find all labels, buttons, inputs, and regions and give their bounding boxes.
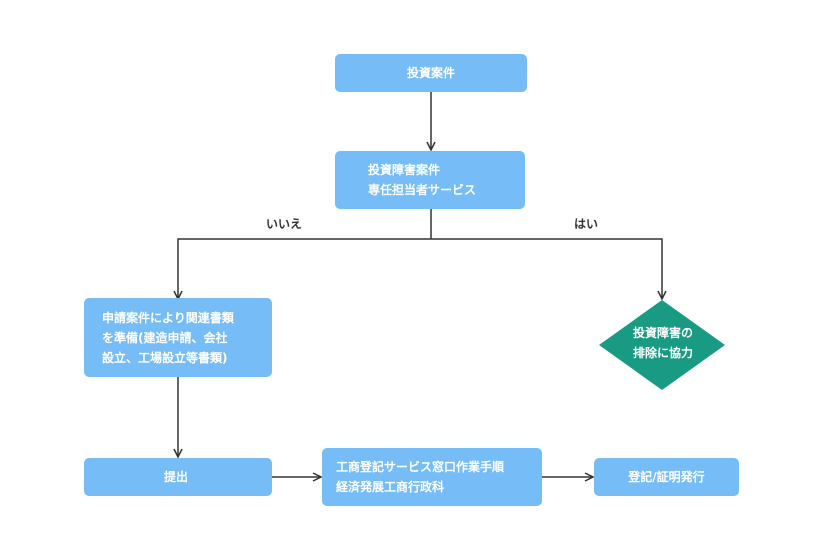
node-investment-case: 投資案件 xyxy=(335,54,527,92)
node-prepare-documents-line-1: 申請案件により関連書類 xyxy=(102,310,234,325)
node-obstacle-service-line-1: 投資障害案件 xyxy=(368,163,441,177)
node-investment-case-line-1: 投資案件 xyxy=(406,66,455,80)
node-submit: 提出 xyxy=(84,458,272,496)
node-prepare-documents-line-3: 設立、工場設立等書類) xyxy=(102,350,228,365)
node-issue-certificate-line-1: 登記/証明発行 xyxy=(628,470,705,484)
decision-diamond xyxy=(599,300,725,390)
node-prepare-documents-line-2: を準備(建造申請、会社 xyxy=(102,330,228,345)
arrow-yes-branch xyxy=(431,238,662,299)
node-registration-window-line-1: 工商登記サービス窓口作業手順 xyxy=(336,460,505,474)
node-registration-window-line-2: 経済発展工商行政科 xyxy=(336,480,445,494)
node-remove-obstacle-line-2: 排除に協力 xyxy=(632,346,693,360)
edge-label-no: いいえ xyxy=(266,217,303,231)
node-issue-certificate: 登記/証明発行 xyxy=(594,458,739,496)
node-remove-obstacle-line-1: 投資障害の xyxy=(632,326,693,340)
node-obstacle-service: 投資障害案件 専任担当者サービス xyxy=(335,151,525,209)
arrow-no-branch xyxy=(178,238,431,299)
edge-label-yes: はい xyxy=(574,217,599,231)
node-prepare-documents: 申請案件により関連書類 を準備(建造申請、会社 設立、工場設立等書類) xyxy=(84,298,272,377)
node-remove-obstacle: 投資障害の 排除に協力 xyxy=(600,323,726,363)
node-registration-window: 工商登記サービス窓口作業手順 経済発展工商行政科 xyxy=(322,448,542,506)
node-submit-line-1: 提出 xyxy=(164,470,189,484)
node-obstacle-service-line-2: 専任担当者サービス xyxy=(368,183,477,197)
